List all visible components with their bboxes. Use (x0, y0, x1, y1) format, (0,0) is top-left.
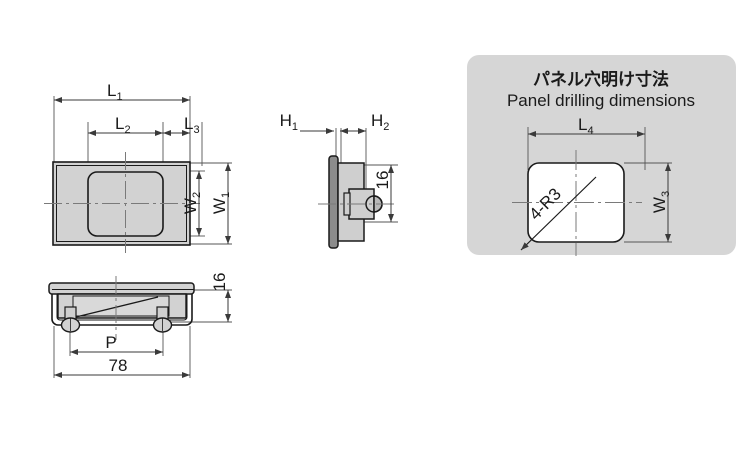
dimension-L1: L1 (54, 81, 190, 103)
dimension-label-16-side: 16 (373, 171, 392, 190)
panel-drilling-note: パネル穴明け寸法 Panel drilling dimensions L4 4-… (467, 55, 736, 256)
bottom-view-group: 16 P 78 (48, 273, 232, 378)
panel-note-title-jp: パネル穴明け寸法 (533, 69, 669, 90)
dimension-label-W1: W1 (210, 192, 232, 214)
dimension-label-L2: L2 (115, 114, 131, 136)
dimension-78: 78 (54, 356, 190, 378)
dimension-16-side: 16 (373, 165, 394, 222)
dimension-label-L4: L4 (578, 115, 594, 137)
dimension-label-H1: H1 (280, 111, 298, 133)
bottom-view-foot-left (60, 306, 81, 333)
dimension-L3: L3 (163, 114, 200, 136)
radius-callout-leader (520, 176, 597, 251)
dimension-H1: H1 (280, 111, 334, 134)
bottom-view-bracket (51, 294, 193, 326)
dimension-label-78: 78 (109, 356, 128, 375)
dimension-W3: W3 (650, 163, 672, 242)
bottom-view-lid (48, 282, 195, 295)
dimension-label-W3: W3 (650, 191, 672, 213)
dimension-16-bottom: 16 (210, 273, 231, 322)
dimension-label-L3: L3 (184, 114, 200, 136)
side-view-flange (328, 155, 339, 249)
dimension-label-L1: L1 (107, 81, 123, 103)
dimension-L2: L2 (88, 114, 163, 136)
panel-note-title-en: Panel drilling dimensions (507, 91, 695, 110)
dimension-P: P (70, 333, 163, 355)
bottom-view-bracket-inner (56, 294, 188, 321)
bottom-view-diagonal-edge (75, 296, 159, 318)
dimension-L4: L4 (528, 115, 645, 137)
dimension-label-P: P (105, 333, 116, 352)
front-view-group: L1 L2 L3 W2 W1 (44, 81, 232, 253)
bottom-view-foot-right (152, 306, 173, 333)
dimension-H2: H2 (340, 111, 389, 134)
dimension-W1: W1 (210, 163, 232, 244)
side-view-group: H1 H2 16 (280, 111, 398, 249)
dimension-label-H2: H2 (371, 111, 389, 133)
dimension-label-16-bottom: 16 (210, 273, 229, 292)
dimension-W2: W2 (181, 171, 203, 236)
panel-hole-center-lines (512, 150, 642, 256)
dimension-label-W2: W2 (181, 192, 203, 214)
